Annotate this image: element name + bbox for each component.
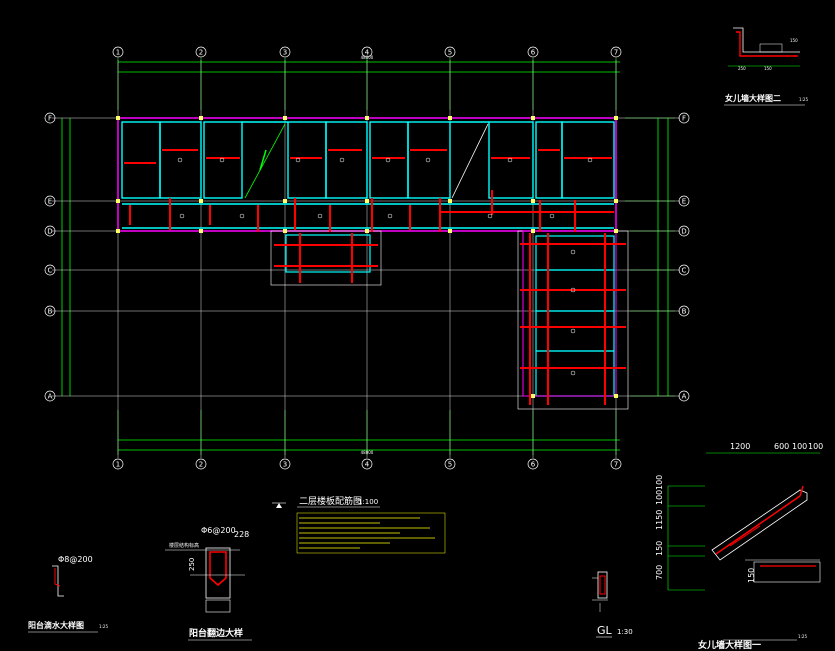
floor-plan: [116, 116, 629, 410]
parapet-1-detail: 1200 600 100 100 100 100 1150 150 700 15…: [655, 442, 823, 651]
axis-label: A: [682, 393, 687, 401]
parapet2-dim: 250: [738, 66, 746, 71]
drip-detail-scale: 1:25: [99, 624, 108, 629]
axis-label: B: [48, 308, 53, 316]
axis-label: C: [682, 267, 687, 275]
parapet1-dim-left: 100: [655, 475, 664, 490]
gl-detail: GL 1:30: [592, 571, 633, 638]
axis-label: E: [48, 198, 52, 206]
row-axis-bubbles-right: F E D C B A: [678, 112, 690, 402]
parapet1-dim-left: 100: [655, 490, 664, 505]
gl-scale: 1:30: [617, 628, 633, 636]
axis-label: 6: [531, 49, 536, 57]
edge-rebar-label: Φ6@200: [201, 526, 236, 535]
axis-label: E: [682, 198, 686, 206]
axis-label: D: [47, 228, 52, 236]
plan-title-block: 二层楼板配筋图 1:100: [272, 495, 446, 554]
row-axis-bubbles-left: F E D C B A: [44, 112, 56, 402]
edge-dim-top: 228: [234, 530, 249, 539]
parapet1-scale: 1:25: [798, 634, 807, 639]
parapet-2-detail: 250 150 150 女儿墙大样图二 1:25: [724, 27, 808, 106]
plan-scale: 1:100: [358, 498, 378, 506]
edge-detail-title: 阳台翻边大样: [189, 627, 243, 639]
parapet2-title: 女儿墙大样图二: [725, 93, 781, 103]
parapet1-dim-left: 700: [655, 565, 664, 580]
parapet2-scale: 1:25: [799, 97, 808, 102]
parapet1-dim-left: 1150: [655, 510, 664, 530]
axis-label: D: [681, 228, 686, 236]
balcony-drip-detail: Φ8@200 阳台滴水大样图 1:25: [28, 555, 108, 633]
column-axis-bubbles-bottom: 1 2 3 4 5 6 7: [112, 458, 622, 470]
axis-label: F: [48, 115, 52, 123]
drip-detail-title: 阳台滴水大样图: [28, 620, 84, 630]
parapet1-title: 女儿墙大样图一: [698, 639, 761, 651]
parapet1-dim-top: 100: [792, 442, 807, 451]
top-dimension-lines: 48000: [117, 55, 620, 110]
axis-label: 2: [199, 461, 203, 469]
axis-label: 4: [365, 461, 370, 469]
parapet1-dim-top: 1200: [730, 442, 750, 451]
axis-label: 4: [365, 49, 370, 57]
parapet2-dim: 150: [790, 38, 798, 43]
edge-dim-side: 250: [188, 558, 196, 571]
axis-label: 1: [116, 49, 120, 57]
axis-label: 7: [614, 49, 618, 57]
top-total-dimension: 48000: [361, 55, 374, 60]
axis-label: A: [48, 393, 53, 401]
column-axis-bubbles-top: 1 2 3 4 5 6 7: [112, 46, 622, 58]
balcony-edge-detail: Φ6@200 228 楼层结构标高 250 阳台翻边大样: [165, 526, 252, 641]
axis-label: F: [682, 115, 686, 123]
parapet1-dim-left: 150: [747, 568, 756, 583]
parapet1-dim-top: 600: [774, 442, 789, 451]
axis-label: B: [682, 308, 687, 316]
parapet1-dim-top: 100: [808, 442, 823, 451]
axis-label: 5: [448, 461, 452, 469]
axis-label: 6: [531, 461, 536, 469]
edge-note: 楼层结构标高: [169, 542, 199, 549]
drip-rebar-label: Φ8@200: [58, 555, 93, 564]
axis-label: 7: [614, 461, 618, 469]
parapet2-dim: 150: [764, 66, 772, 71]
parapet1-dim-left: 150: [655, 541, 664, 556]
plan-title: 二层楼板配筋图: [299, 495, 362, 507]
bottom-dimension-lines: 48000: [117, 410, 620, 455]
axis-label: C: [48, 267, 53, 275]
axis-label: 5: [448, 49, 452, 57]
side-dimension-lines: [61, 117, 675, 397]
axis-label: 3: [283, 461, 287, 469]
gl-title: GL: [597, 624, 613, 637]
axis-label: 1: [116, 461, 120, 469]
axis-label: 3: [283, 49, 287, 57]
axis-label: 2: [199, 49, 203, 57]
